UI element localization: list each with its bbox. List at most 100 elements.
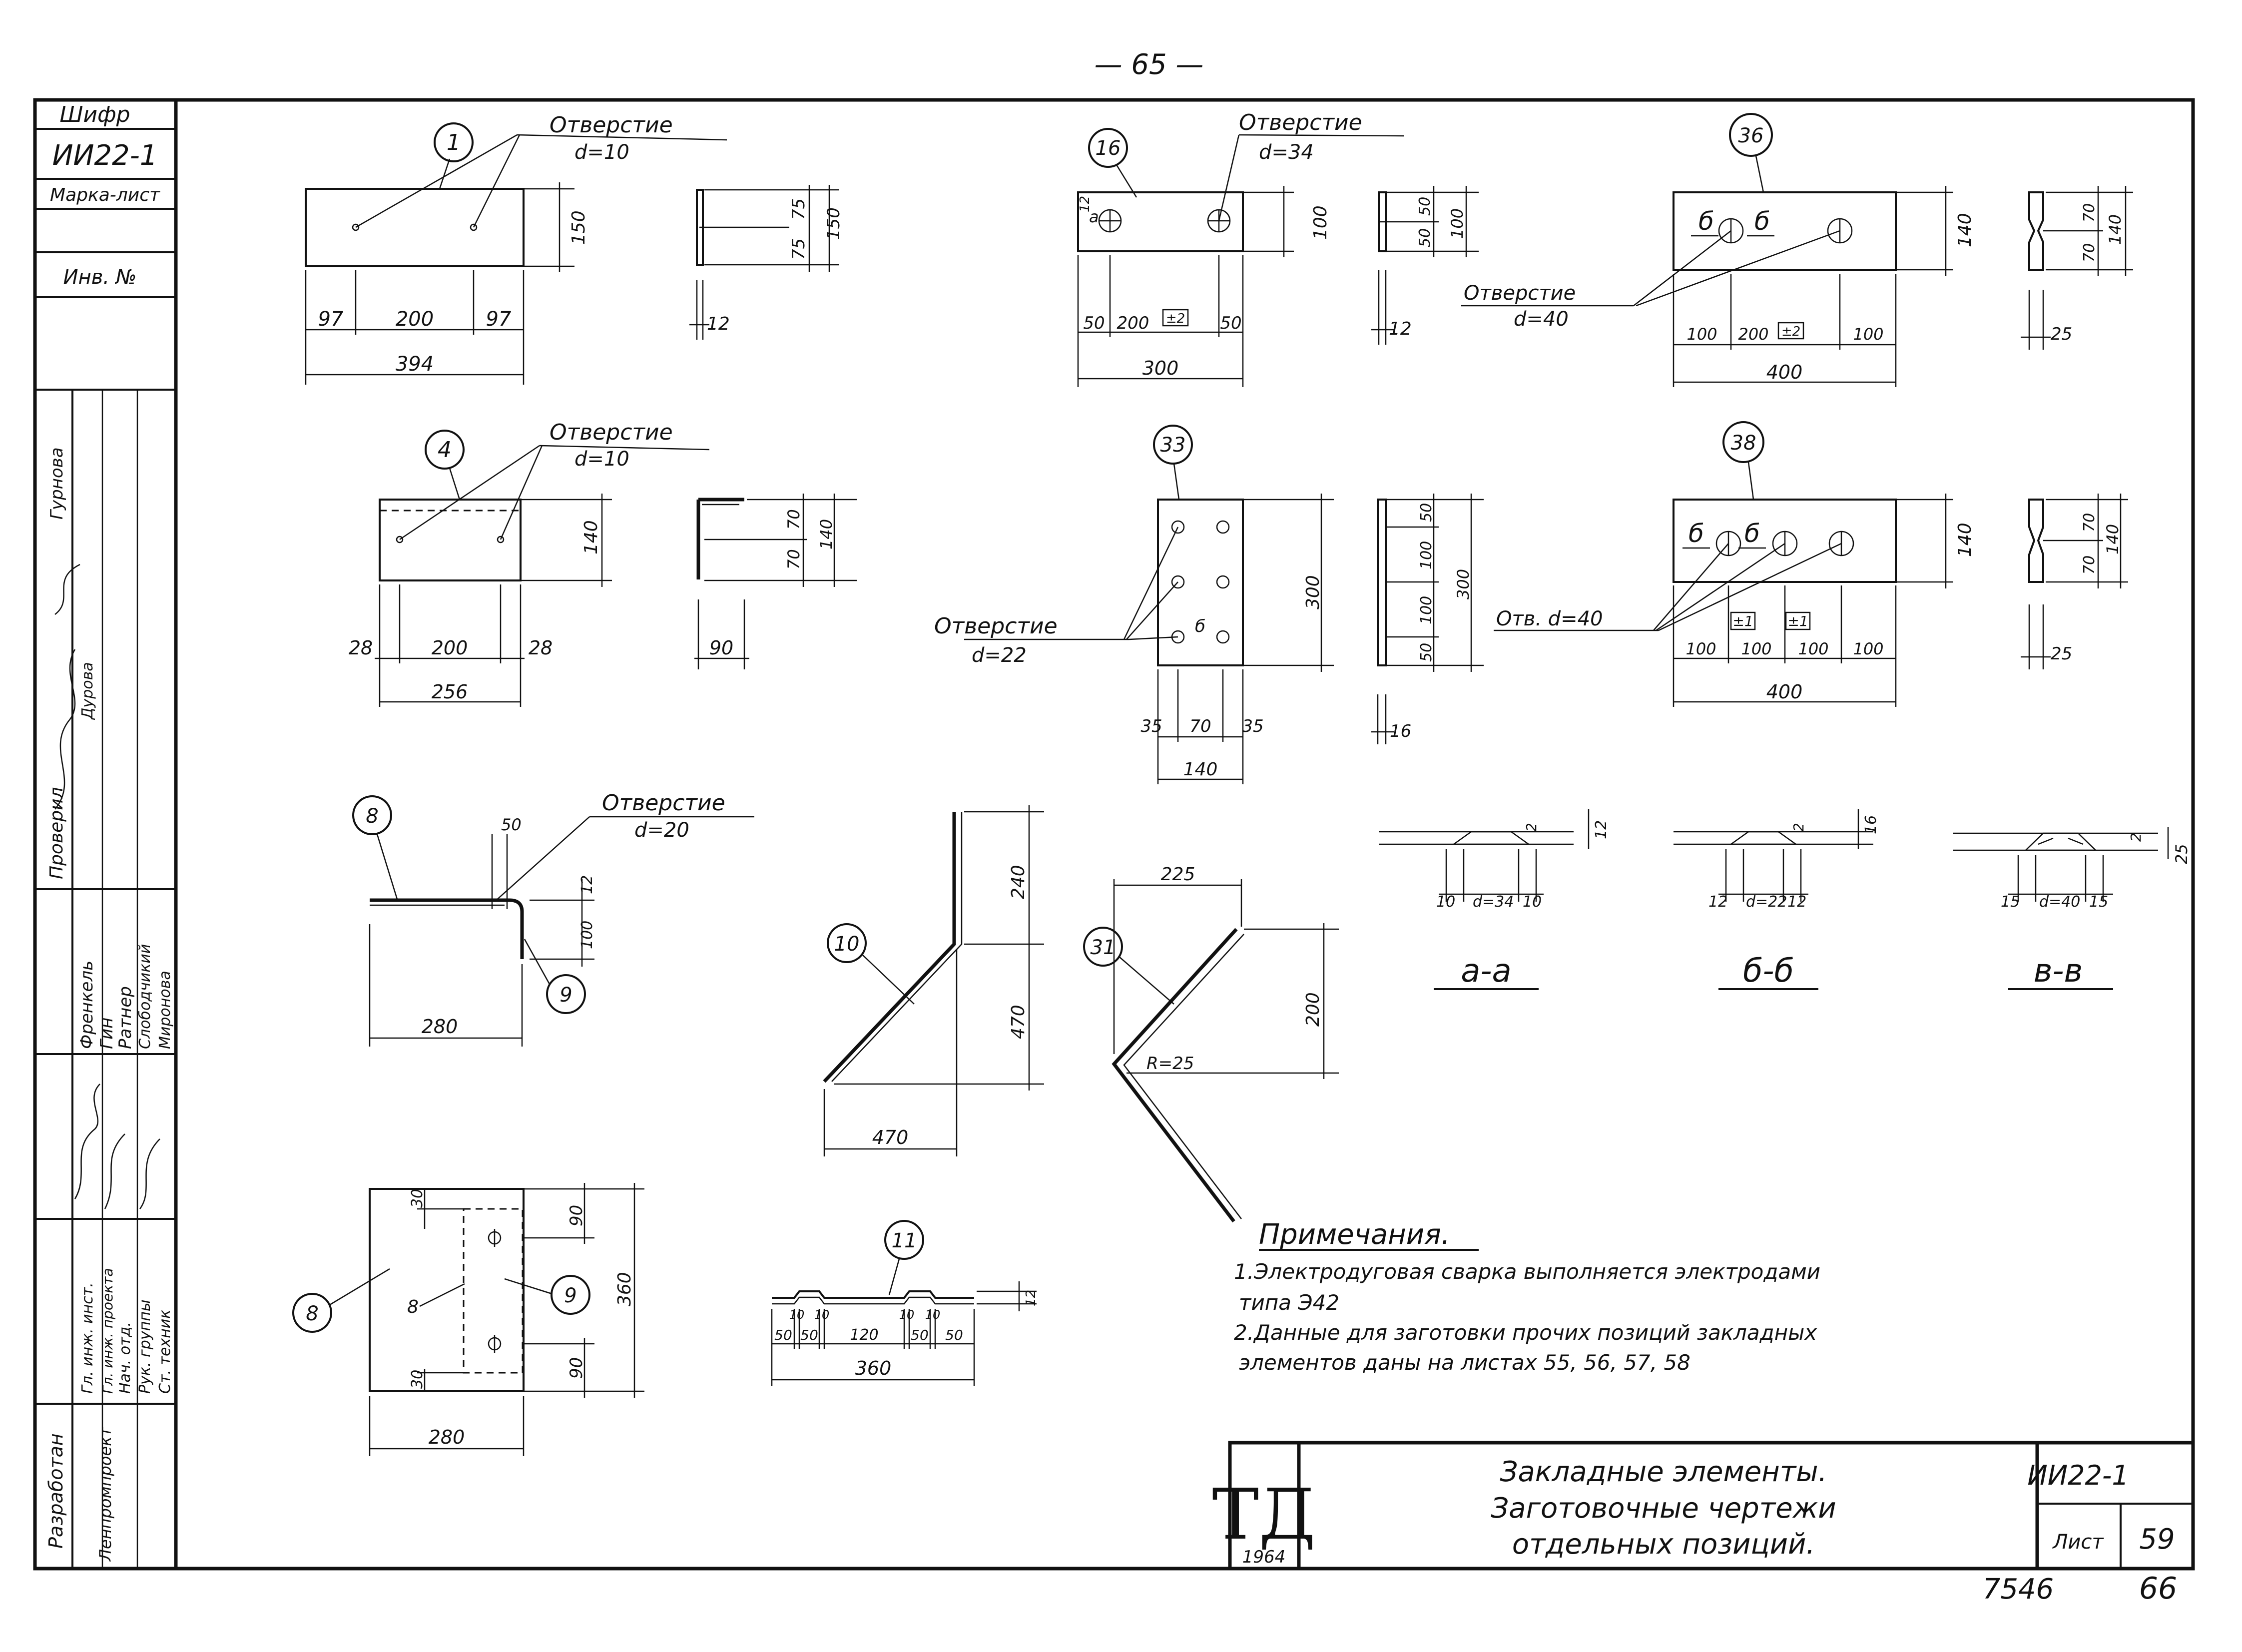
pos-marker bbox=[1153, 425, 1193, 465]
pos16-side-b: 50 bbox=[1416, 228, 1434, 247]
section-vv-depth: 2 bbox=[2128, 833, 2144, 842]
pos4-dim-a: 28 bbox=[349, 637, 373, 659]
name-slobodchikov: Слободчикий bbox=[136, 944, 154, 1049]
pos33-hole-label: Отверстие bbox=[934, 613, 1058, 639]
pos16-dim-b: 200 bbox=[1117, 313, 1149, 333]
pos38-tag-b2: б bbox=[1744, 519, 1760, 548]
pos10-dim-bottom: 470 bbox=[872, 1126, 909, 1148]
signature bbox=[104, 1133, 125, 1209]
plate8-inner-mark: 8 bbox=[407, 1297, 419, 1317]
pos33-thk: 16 bbox=[1390, 721, 1411, 741]
pos11-dim-c: 50 bbox=[800, 1327, 818, 1343]
pos31-mark: 31 bbox=[1091, 936, 1116, 959]
pos36-drawing: 36 б б Отверстие d=40 100 200 ±2 100 400… bbox=[1461, 113, 2133, 387]
pos11-dim-g: 50 bbox=[911, 1327, 929, 1343]
pos38-dim-total: 400 bbox=[1766, 681, 1803, 703]
pos33-dim-total: 140 bbox=[1183, 759, 1218, 780]
signature bbox=[139, 1138, 160, 1209]
pos1-dim-mid: 200 bbox=[396, 308, 434, 331]
pos1-hole-dia: d=10 bbox=[574, 141, 629, 164]
pos-marker bbox=[434, 122, 474, 162]
name-gin: Гин bbox=[97, 1018, 117, 1049]
notes-line-1: 1.Электродуговая сварка выполняется элек… bbox=[1234, 1259, 1820, 1284]
pos11-dim-b: 10 bbox=[789, 1308, 805, 1322]
pos4-hole-dia: d=10 bbox=[574, 448, 629, 471]
pos4-dim-c: 28 bbox=[529, 637, 553, 659]
pos36-dim-a: 100 bbox=[1686, 325, 1717, 344]
pos-marker bbox=[827, 923, 867, 963]
pos8-dim-b: 12 bbox=[578, 875, 596, 894]
pos16-dim-c: 50 bbox=[1220, 313, 1241, 333]
pos8-mark-b: 9 bbox=[560, 984, 572, 1007]
name-durova: Дурова bbox=[79, 662, 96, 720]
section-vv-dim1: 15 bbox=[2001, 893, 2020, 911]
notes-line-4: элементов даны на листах 55, 56, 57, 58 bbox=[1239, 1350, 1690, 1375]
section-vv-name: в-в bbox=[2034, 953, 2083, 990]
pos36-dim-b: 200 bbox=[1738, 325, 1768, 344]
pos36-mark: 36 bbox=[1738, 124, 1764, 147]
pos1-hole-label: Отверстие bbox=[550, 112, 673, 138]
pos4-hole-label: Отверстие bbox=[550, 420, 673, 445]
pos4-leg: 90 bbox=[709, 637, 733, 659]
pos36-tag-b2: б bbox=[1754, 207, 1770, 236]
pos4-side-b: 70 bbox=[784, 549, 803, 569]
title-line-3: отдельных позиций. bbox=[1512, 1528, 1815, 1561]
section-aa: 10 d=34 10 2 12 а-а bbox=[1379, 809, 1610, 990]
section-aa-dim1: 10 bbox=[1436, 893, 1455, 911]
pos8-mark-a: 8 bbox=[366, 805, 378, 828]
pos-marker bbox=[1722, 421, 1764, 463]
pos33-drawing: 33 Отверстие d=22 б 35 70 35 140 300 50 … bbox=[934, 425, 1484, 784]
section-aa-name: а-а bbox=[1461, 953, 1512, 990]
pos1-drawing: 1 Отверстие d=10 97 200 97 394 150 75 75… bbox=[305, 112, 844, 385]
pos36-side-a: 70 bbox=[2081, 203, 2098, 222]
pos33-dim-b: 70 bbox=[1189, 716, 1211, 736]
notes-line-2: типа Э42 bbox=[1239, 1290, 1339, 1315]
section-vv-thk: 25 bbox=[2172, 844, 2191, 864]
cipher-value: ИИ22-1 bbox=[52, 139, 158, 172]
pos38-thk: 25 bbox=[2051, 644, 2072, 664]
pos1-dim-total: 394 bbox=[396, 353, 434, 376]
pos10-drawing: 10 240 470 470 bbox=[823, 805, 1044, 1156]
pos4-dim-total: 256 bbox=[432, 681, 468, 703]
pos8-bent-drawing: 8 9 Отверстие d=20 50 12 100 280 bbox=[352, 790, 754, 1047]
pos-marker bbox=[292, 1293, 332, 1333]
section-aa-dim3: 10 bbox=[1523, 893, 1542, 911]
pos16-dim-tag: ±2 bbox=[1166, 311, 1185, 326]
cipher-label: Шифр bbox=[59, 102, 130, 127]
pos36-tag-b1: б bbox=[1698, 207, 1714, 236]
name-gurnova: Гурнова bbox=[47, 447, 67, 520]
role-chief-project: Гл. инж. проекта bbox=[99, 1268, 116, 1394]
pos38-side-b: 70 bbox=[2081, 555, 2098, 574]
section-bb-depth: 2 bbox=[1790, 823, 1807, 832]
pos10-dim-mid: 470 bbox=[1008, 1005, 1029, 1039]
pos16-side-a: 50 bbox=[1416, 197, 1434, 216]
pos4-dim-h: 140 bbox=[581, 520, 601, 554]
pos33-side-b: 100 bbox=[1418, 541, 1435, 569]
signature bbox=[54, 563, 80, 615]
pos36-dim-total: 400 bbox=[1766, 361, 1803, 383]
section-aa-dim2: d=34 bbox=[1473, 893, 1514, 911]
pos11-drawing: 11 50 10 50 10 120 10 50 10 50 360 12 bbox=[771, 1220, 1039, 1386]
pos16-thk: 12 bbox=[1389, 319, 1412, 339]
pos38-dim-h: 140 bbox=[1955, 523, 1975, 557]
section-bb-dim3: 12 bbox=[1787, 893, 1806, 911]
pos4-dim-b: 200 bbox=[432, 637, 468, 659]
section-bb-dim1: 12 bbox=[1708, 893, 1727, 911]
pos-marker bbox=[352, 795, 392, 835]
pos38-tag2: ±1 bbox=[1787, 613, 1808, 629]
pos8-dim-c: 100 bbox=[578, 921, 596, 949]
role-chief-inst: Гл. инж. инст. bbox=[79, 1282, 96, 1394]
pos-marker bbox=[425, 430, 465, 470]
pos11-dim-total: 360 bbox=[855, 1357, 892, 1379]
section-bb-dim2: d=22 bbox=[1746, 893, 1787, 911]
pos33-hole-dia: d=22 bbox=[972, 644, 1027, 667]
pos16-tag-a: a bbox=[1089, 207, 1099, 226]
sheet-frame bbox=[33, 98, 2195, 1571]
pos10-dim-top: 240 bbox=[1008, 865, 1029, 899]
title-sheet-number: 59 bbox=[2139, 1523, 2175, 1556]
pos38-side-h: 140 bbox=[2103, 524, 2122, 554]
role-group-lead: Рук. группы bbox=[136, 1299, 154, 1394]
pos1-dim-right: 97 bbox=[486, 308, 512, 331]
pos16-mark: 16 bbox=[1096, 137, 1121, 160]
